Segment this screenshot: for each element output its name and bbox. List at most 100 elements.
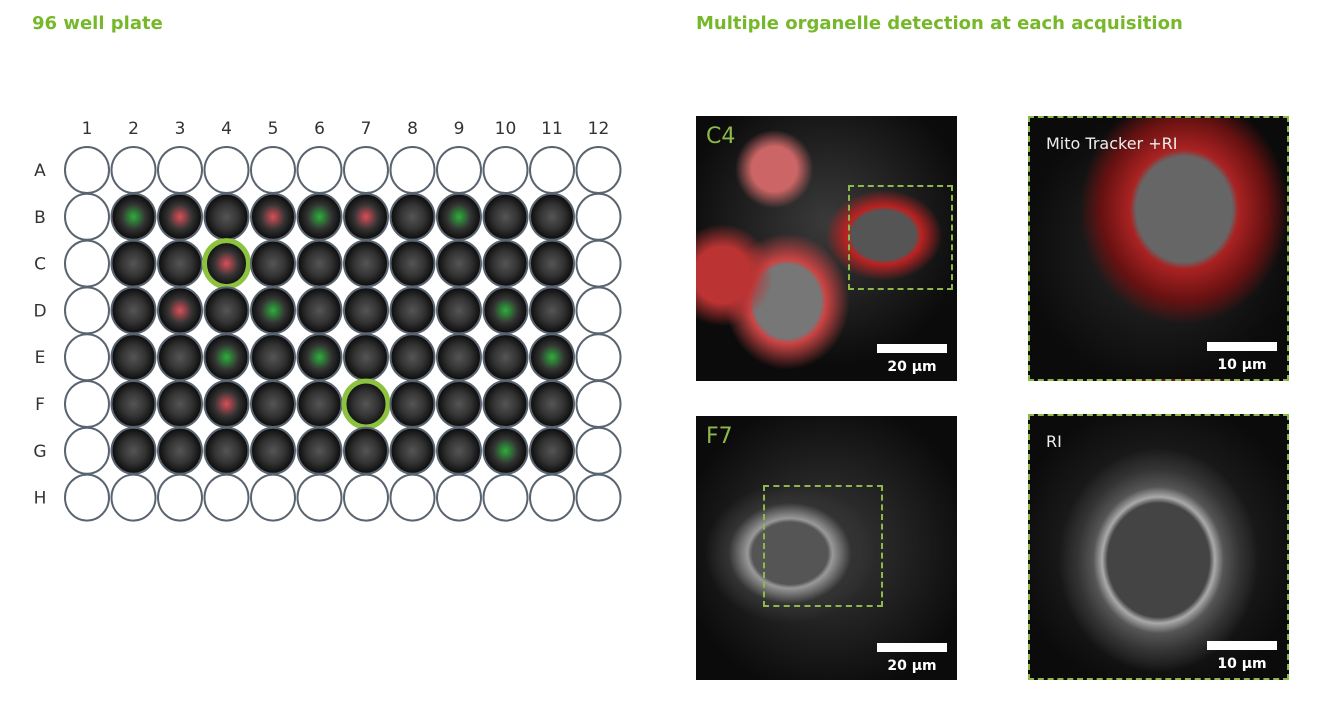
well-B7[interactable] (343, 192, 389, 241)
well-H6[interactable] (296, 473, 343, 522)
row-label: H (34, 489, 47, 509)
well-F6[interactable] (296, 380, 343, 428)
well-G8[interactable] (389, 426, 436, 475)
well-A9[interactable] (436, 146, 482, 194)
well-H4[interactable] (203, 473, 250, 522)
well-D6[interactable] (296, 286, 343, 335)
well-H1[interactable] (64, 473, 110, 522)
well-A10[interactable] (482, 146, 529, 194)
well-A11[interactable] (529, 146, 575, 194)
well-C5[interactable] (250, 239, 296, 288)
well-E12[interactable] (575, 333, 622, 382)
well-D8[interactable] (389, 286, 436, 335)
row-label: C (34, 255, 46, 275)
well-D5[interactable] (250, 286, 296, 335)
well-F2[interactable] (110, 380, 157, 428)
well-C3[interactable] (157, 239, 203, 288)
well-A5[interactable] (250, 146, 296, 194)
well-B2[interactable] (110, 192, 157, 241)
well-E7[interactable] (343, 333, 389, 382)
well-D3[interactable] (157, 286, 203, 335)
well-F10[interactable] (482, 380, 529, 428)
well-G9[interactable] (436, 426, 482, 475)
well-C12[interactable] (575, 239, 622, 288)
well-A6[interactable] (296, 146, 343, 194)
well-A1[interactable] (64, 146, 110, 194)
well-A2[interactable] (110, 146, 157, 194)
well-E10[interactable] (482, 333, 529, 382)
well-D7[interactable] (343, 286, 389, 335)
well-B4[interactable] (203, 192, 250, 241)
well-D1[interactable] (64, 286, 110, 335)
well-C10[interactable] (482, 239, 529, 288)
well-C7[interactable] (343, 239, 389, 288)
well-F9[interactable] (436, 380, 482, 428)
well-C8[interactable] (389, 239, 436, 288)
column-label: 8 (407, 119, 418, 139)
well-B1[interactable] (64, 192, 110, 241)
well-G6[interactable] (296, 426, 343, 475)
well-D9[interactable] (436, 286, 482, 335)
well-D2[interactable] (110, 286, 157, 335)
well-C9[interactable] (436, 239, 482, 288)
well-E9[interactable] (436, 333, 482, 382)
well-G5[interactable] (250, 426, 296, 475)
well-C11[interactable] (529, 239, 575, 288)
well-C1[interactable] (64, 239, 110, 288)
well-B12[interactable] (575, 192, 622, 241)
well-D10[interactable] (482, 286, 529, 335)
well-H9[interactable] (436, 473, 482, 522)
well-H8[interactable] (389, 473, 436, 522)
well-A3[interactable] (157, 146, 203, 194)
well-G4[interactable] (203, 426, 250, 475)
well-H10[interactable] (482, 473, 529, 522)
well-A7[interactable] (343, 146, 389, 194)
well-F8[interactable] (389, 380, 436, 428)
well-H5[interactable] (250, 473, 296, 522)
well-G1[interactable] (64, 426, 110, 475)
well-F7[interactable] (341, 378, 391, 430)
well-A4[interactable] (203, 146, 250, 194)
well-F1[interactable] (64, 380, 110, 428)
well-H11[interactable] (529, 473, 575, 522)
well-E8[interactable] (389, 333, 436, 382)
column-label: 4 (221, 119, 232, 139)
well-A8[interactable] (389, 146, 436, 194)
well-E2[interactable] (110, 333, 157, 382)
well-F12[interactable] (575, 380, 622, 428)
well-G3[interactable] (157, 426, 203, 475)
well-E1[interactable] (64, 333, 110, 382)
well-H2[interactable] (110, 473, 157, 522)
well-E6[interactable] (296, 333, 343, 382)
well-C4[interactable] (202, 238, 251, 290)
well-G11[interactable] (529, 426, 575, 475)
well-E11[interactable] (529, 333, 575, 382)
well-F3[interactable] (157, 380, 203, 428)
well-G10[interactable] (482, 426, 529, 475)
well-E3[interactable] (157, 333, 203, 382)
well-D11[interactable] (529, 286, 575, 335)
well-F5[interactable] (250, 380, 296, 428)
well-F4[interactable] (203, 380, 250, 428)
well-B5[interactable] (250, 192, 296, 241)
well-D12[interactable] (575, 286, 622, 335)
well-A12[interactable] (575, 146, 622, 194)
well-G12[interactable] (575, 426, 622, 475)
well-G2[interactable] (110, 426, 157, 475)
well-H7[interactable] (343, 473, 389, 522)
well-E5[interactable] (250, 333, 296, 382)
well-H12[interactable] (575, 473, 622, 522)
well-B10[interactable] (482, 192, 529, 241)
well-C6[interactable] (296, 239, 343, 288)
well-E4[interactable] (203, 333, 250, 382)
well-G7[interactable] (343, 426, 389, 475)
well-B8[interactable] (389, 192, 436, 241)
well-B3[interactable] (157, 192, 203, 241)
well-F11[interactable] (529, 380, 575, 428)
well-B9[interactable] (436, 192, 482, 241)
well-B11[interactable] (529, 192, 575, 241)
well-H3[interactable] (157, 473, 203, 522)
well-B6[interactable] (296, 192, 343, 241)
well-C2[interactable] (110, 239, 157, 288)
well-D4[interactable] (203, 286, 250, 335)
